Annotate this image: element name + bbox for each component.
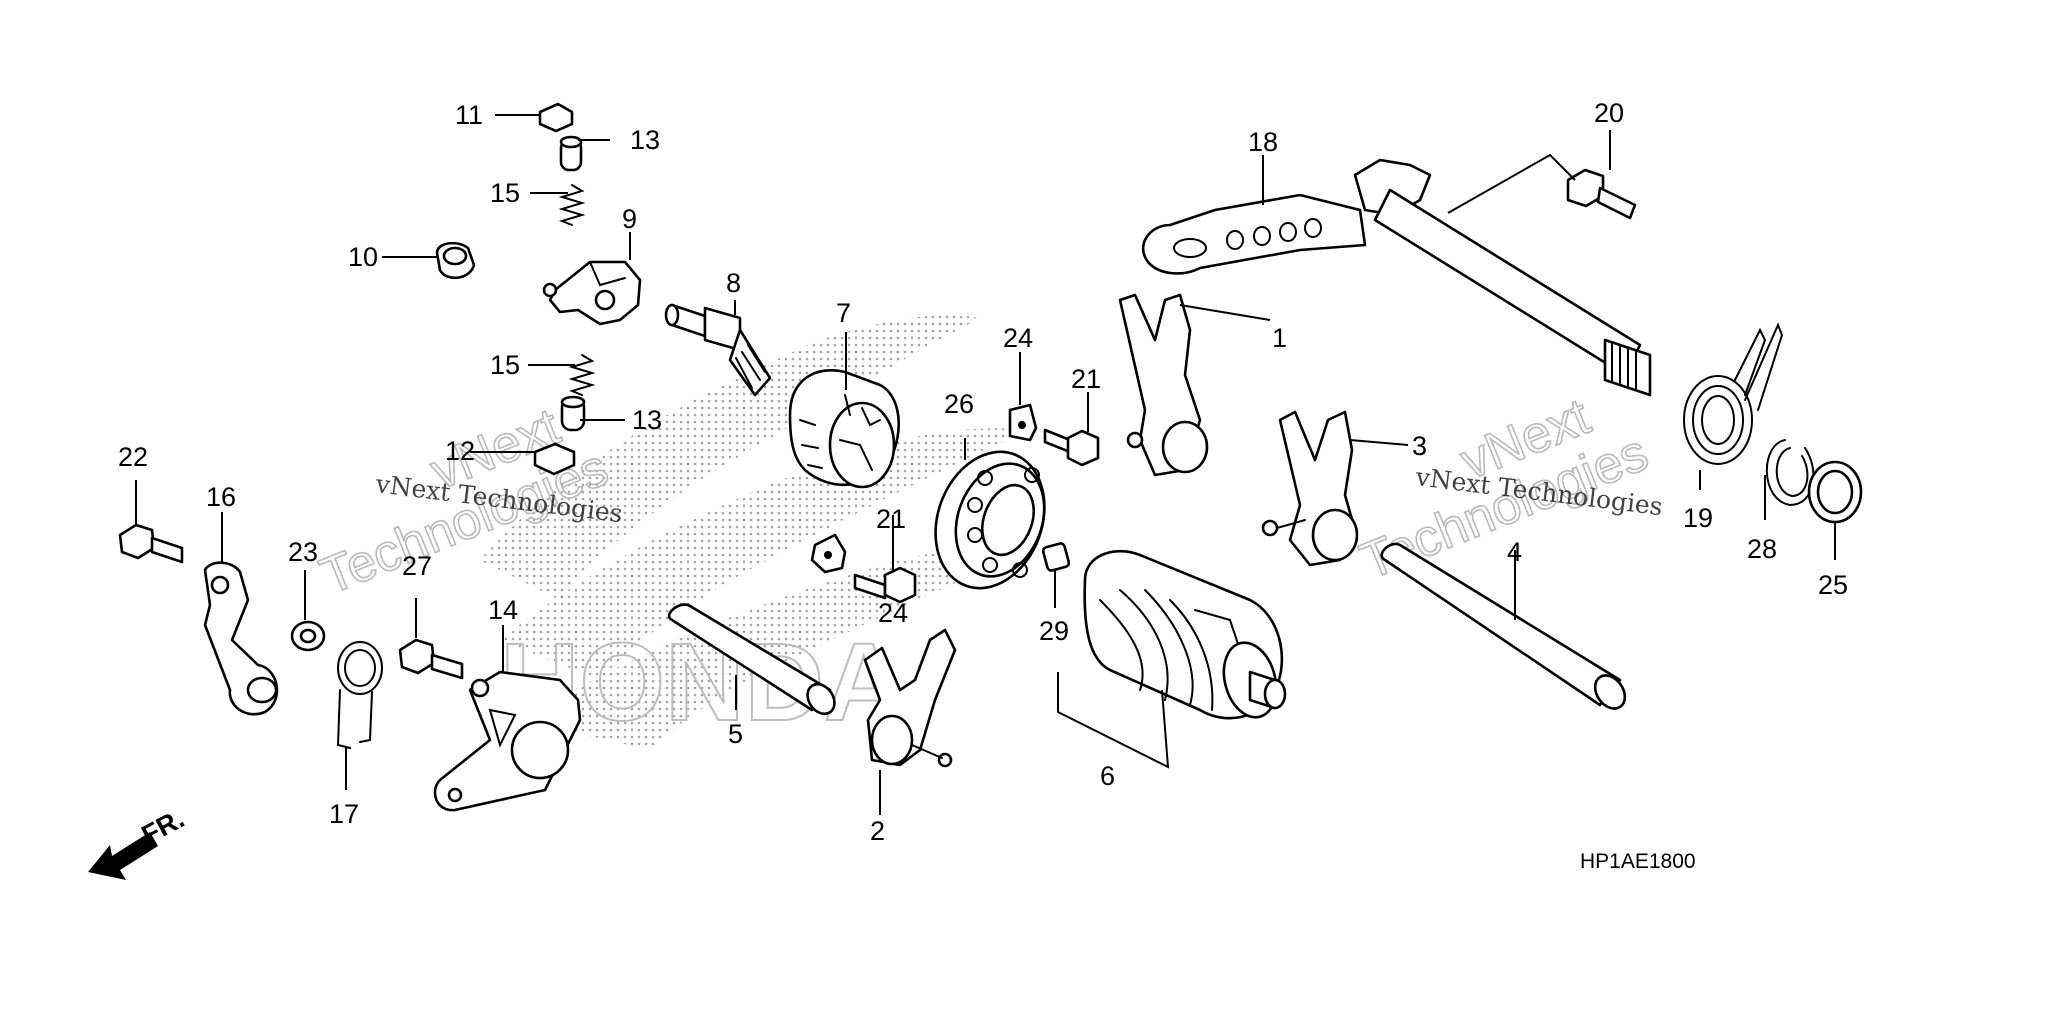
part-14-stopper-plate[interactable] (433, 670, 582, 812)
part-23-washer[interactable] (290, 620, 326, 652)
part-20-bolt[interactable] (1566, 168, 1637, 220)
part-7-shift-drum-center[interactable] (788, 369, 901, 489)
diagram-code: HP1AE1800 (1580, 850, 1696, 873)
part-13-upper-pin[interactable] (559, 135, 583, 172)
part-26-bearing[interactable] (917, 436, 1063, 603)
label-13-lower: 13 (632, 405, 662, 435)
front-arrow-icon (88, 832, 158, 880)
part-18-gearshift-spindle[interactable] (1141, 158, 1652, 397)
label-28: 28 (1747, 534, 1777, 564)
label-21-upper: 21 (1071, 364, 1101, 394)
label-29: 29 (1039, 616, 1069, 646)
label-12: 12 (445, 436, 475, 466)
label-11: 11 (455, 100, 483, 130)
label-18: 18 (1248, 127, 1278, 157)
label-26: 26 (944, 389, 974, 419)
label-4: 4 (1507, 537, 1522, 567)
label-21-lower: 21 (876, 504, 906, 534)
label-5: 5 (728, 719, 743, 749)
part-6-shift-drum[interactable] (1083, 549, 1287, 723)
part-3-shift-fork[interactable] (1261, 410, 1359, 567)
part-10-grommet[interactable] (435, 241, 476, 279)
part-24-upper-plate[interactable] (1008, 403, 1038, 442)
label-17: 17 (329, 799, 359, 829)
part-5-fork-shaft[interactable] (667, 603, 840, 719)
label-24-lower: 24 (878, 598, 908, 628)
label-14: 14 (488, 595, 518, 625)
part-number-labels: 11 13 15 10 9 8 7 15 13 12 22 16 23 27 1… (118, 98, 1848, 846)
part-21-upper-bolt[interactable] (1043, 428, 1100, 467)
label-27: 27 (402, 551, 432, 581)
label-8: 8 (726, 268, 741, 298)
leader-lines (135, 114, 1836, 815)
part-12-roller-cap[interactable] (533, 442, 576, 476)
part-24-lower-plate[interactable] (810, 533, 847, 574)
label-25: 25 (1818, 570, 1848, 600)
label-24-upper: 24 (1003, 323, 1033, 353)
part-19-return-spring[interactable] (1683, 322, 1784, 465)
front-direction-indicator: FR. (88, 803, 189, 880)
part-21-lower-bolt[interactable] (853, 566, 917, 604)
label-10: 10 (348, 242, 378, 272)
label-22: 22 (118, 442, 148, 472)
part-29-dowel-pin[interactable] (1041, 542, 1071, 572)
label-23: 23 (288, 537, 318, 567)
label-16: 16 (206, 482, 236, 512)
part-28-circlip[interactable] (1765, 439, 1815, 507)
label-9: 9 (622, 204, 637, 234)
label-2: 2 (870, 816, 885, 846)
part-22-bolt[interactable] (118, 523, 184, 564)
part-15-lower-spring[interactable] (568, 354, 596, 396)
part-17-return-spring[interactable] (336, 641, 383, 749)
label-20: 20 (1594, 98, 1624, 128)
label-19: 19 (1683, 503, 1713, 533)
part-11-detent-cap[interactable] (538, 102, 574, 133)
label-3: 3 (1412, 431, 1427, 461)
label-15-lower: 15 (490, 350, 520, 380)
label-15-upper: 15 (490, 178, 520, 208)
label-1: 1 (1272, 323, 1287, 353)
part-2-shift-fork[interactable] (863, 628, 957, 768)
part-27-bolt[interactable] (398, 638, 464, 680)
part-15-upper-spring[interactable] (558, 184, 586, 226)
label-6: 6 (1100, 761, 1115, 791)
part-25-washer[interactable] (1807, 460, 1863, 524)
part-1-shift-fork[interactable] (1118, 293, 1209, 477)
label-7: 7 (836, 298, 851, 328)
part-9-stopper-arm[interactable] (542, 260, 642, 326)
part-13-lower-pin[interactable] (560, 395, 586, 432)
part-4-fork-shaft[interactable] (1380, 542, 1631, 714)
label-13-upper: 13 (630, 125, 660, 155)
part-16-gearshift-arm[interactable] (203, 561, 279, 716)
part-8-stud-bolt[interactable] (664, 303, 772, 397)
